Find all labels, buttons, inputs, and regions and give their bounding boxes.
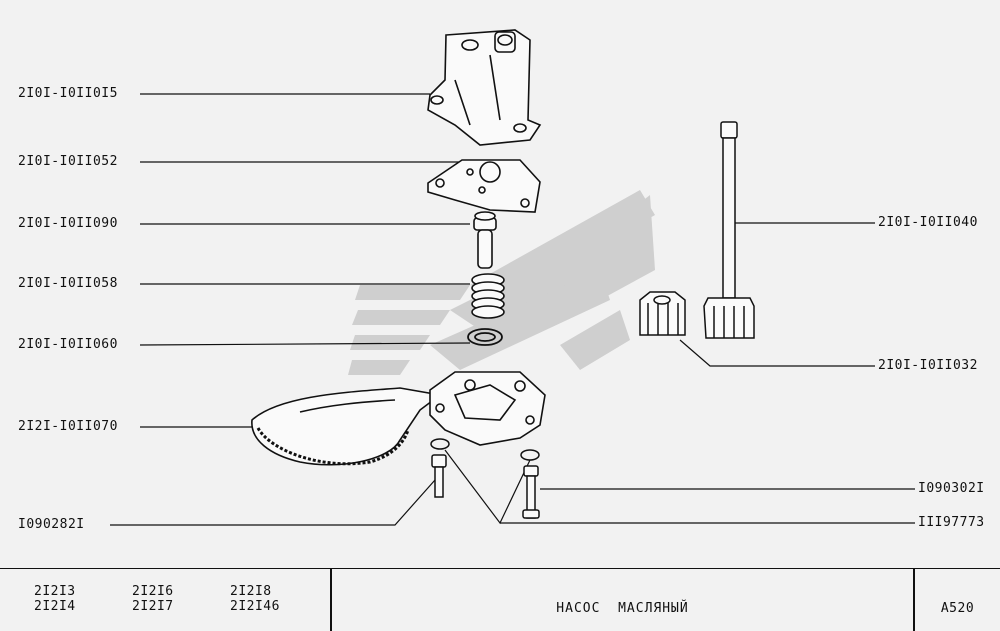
relief-valve	[473, 211, 497, 269]
model-column: 2I2I8 2I2I46	[230, 584, 280, 614]
model-code: 2I2I8	[230, 584, 272, 599]
callout-lock-washers: III97773	[918, 515, 985, 531]
sheet-code: A520	[940, 601, 975, 616]
callout-spring: 2I0I-I0II058	[18, 276, 118, 292]
leader-lines	[110, 93, 915, 526]
title-block-divider	[913, 569, 915, 631]
lock-washers	[430, 438, 540, 461]
bolt-left-part	[431, 454, 447, 498]
pump-body	[429, 371, 546, 446]
exploded-parts-diagram	[110, 29, 915, 526]
relief-spring	[471, 273, 505, 319]
callout-valve: 2I0I-I0II090	[18, 216, 118, 232]
model-code: 2I2I7	[132, 599, 174, 614]
model-code: 2I2I3	[34, 584, 76, 599]
drive-shaft-part	[703, 121, 755, 339]
title-block-divider	[330, 569, 332, 631]
washer	[467, 328, 503, 346]
model-code: 2I2I46	[230, 599, 280, 614]
driven-gear-part	[639, 291, 686, 336]
callout-washer: 2I0I-I0II060	[18, 337, 118, 353]
callout-drive-shaft: 2I0I-I0II040	[878, 215, 978, 231]
model-column: 2I2I6 2I2I7	[132, 584, 174, 614]
model-column: 2I2I3 2I2I4	[34, 584, 76, 614]
callout-driven-gear: 2I0I-I0II032	[878, 358, 978, 374]
title-block: 2I2I3 2I2I4 2I2I6 2I2I7 2I2I8 2I2I46 НАС…	[0, 568, 1000, 631]
callout-plate: 2I0I-I0II052	[18, 154, 118, 170]
pump-housing	[427, 29, 542, 146]
callout-bolt-left: I090282I	[18, 517, 85, 533]
callout-bolt-right: I090302I	[918, 481, 985, 497]
bolt-right-part	[522, 465, 540, 519]
drawing-title: НАСОС МАСЛЯНЫЙ	[556, 601, 689, 616]
callout-housing: 2I0I-I0II0I5	[18, 86, 118, 102]
model-code: 2I2I4	[34, 599, 76, 614]
model-code: 2I2I6	[132, 584, 174, 599]
oil-strainer	[251, 387, 442, 466]
callout-strainer: 2I2I-I0II070	[18, 419, 118, 435]
cover-plate	[427, 159, 541, 213]
